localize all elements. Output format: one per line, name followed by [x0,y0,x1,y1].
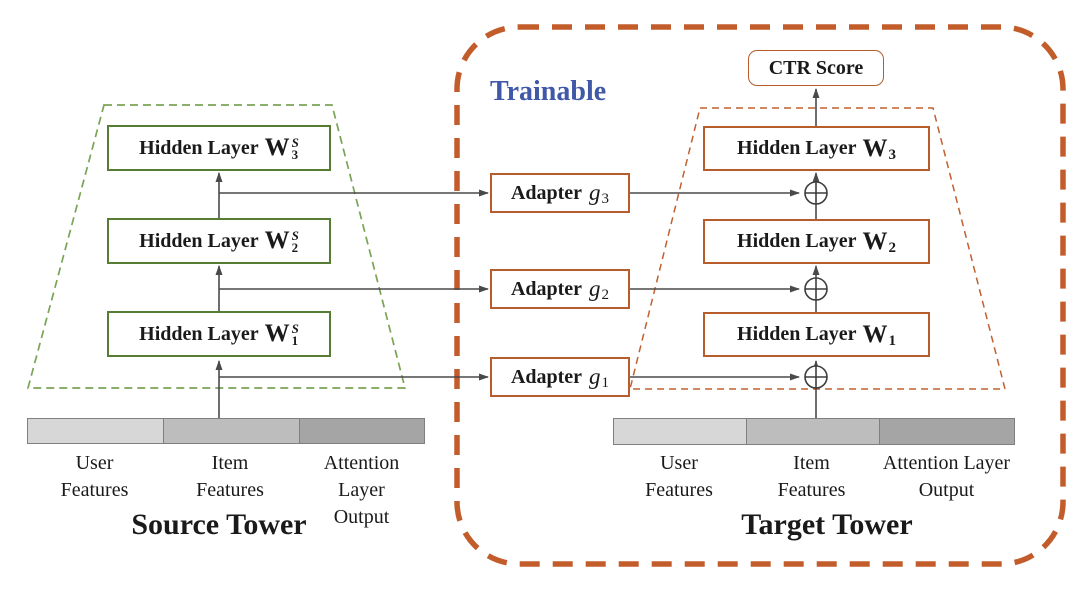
source-hidden-layer-3: Hidden Layer W S 3 [107,125,331,171]
trainable-label: Trainable [490,76,607,107]
target-attention-output-segment [879,419,1014,444]
ctr-score-label: CTR Score [768,56,864,79]
layer-label: Hidden Layer [139,136,259,159]
target-feature-labels: User Features Item Features Attention La… [613,450,1015,504]
weight-subscript: 2 [888,240,896,256]
adapter-g1: Adapter g 1 [490,357,630,397]
weight-supsub: S 1 [291,321,299,348]
source-attention-output-segment [299,419,424,443]
target-hidden-layer-2: Hidden Layer W 2 [703,219,930,264]
source-hidden-layer-1: Hidden Layer W S 1 [107,311,331,357]
target-user-features-label: User Features [645,452,713,501]
adapter-symbol: g [589,276,601,301]
adapter-g2: Adapter g 2 [490,269,630,309]
source-hidden-layer-2: Hidden Layer W S 2 [107,218,331,264]
adapter-symbol: g [589,180,601,205]
target-user-features-segment [614,419,746,444]
weight-symbol: W [264,134,290,161]
source-item-features-segment [163,419,299,443]
source-trapezoid-outline [26,104,407,389]
merge-plus-icons [804,181,828,389]
source-attention-output-label: Attention Layer Output [323,452,400,528]
target-item-features-segment [746,419,879,444]
plus-circle-icon [804,365,828,389]
source-feature-bar [27,418,425,444]
adapter-label: Adapter [510,365,583,388]
adapter-subscript: 1 [601,374,610,391]
target-attention-output-label: Attention Layer Output [882,452,1011,501]
layer-label: Hidden Layer [737,323,857,345]
plus-circle-icon [804,181,828,205]
adapter-subscript: 2 [601,286,610,303]
source-item-features-label: Item Features [196,452,264,501]
target-hidden-layer-3: Hidden Layer W 3 [703,126,930,171]
target-tower-title: Target Tower [741,508,913,541]
weight-symbol: W [264,320,290,347]
weight-symbol: W [862,320,888,348]
adapter-g3: Adapter g 3 [490,173,630,213]
source-user-features-label: User Features [60,452,129,501]
weight-supsub: S 3 [291,135,299,162]
target-item-features-label: Item Features [777,452,846,501]
adapter-symbol: g [589,364,601,389]
target-feature-bar [613,418,1015,445]
weight-symbol: W [862,227,888,255]
adapter-label: Adapter [510,277,583,300]
weight-symbol: W [862,134,888,162]
layer-label: Hidden Layer [139,322,259,345]
target-hidden-layer-1: Hidden Layer W 1 [703,312,930,357]
adapter-label: Adapter [510,181,583,204]
layer-label: Hidden Layer [737,137,857,159]
layer-label: Hidden Layer [139,229,259,252]
ctr-score-box: CTR Score [748,50,884,86]
weight-subscript: 1 [888,333,896,349]
adapter-subscript: 3 [601,190,610,207]
source-user-features-segment [28,419,163,443]
weight-symbol: W [264,227,290,254]
weight-subscript: 3 [888,147,896,163]
weight-supsub: S 2 [291,228,299,255]
layer-label: Hidden Layer [737,230,857,252]
source-feature-labels: User Features Item Features Attention La… [27,450,425,531]
plus-circle-icon [804,277,828,301]
source-tower-title: Source Tower [131,508,307,541]
trainable-region-outline [454,24,1066,567]
